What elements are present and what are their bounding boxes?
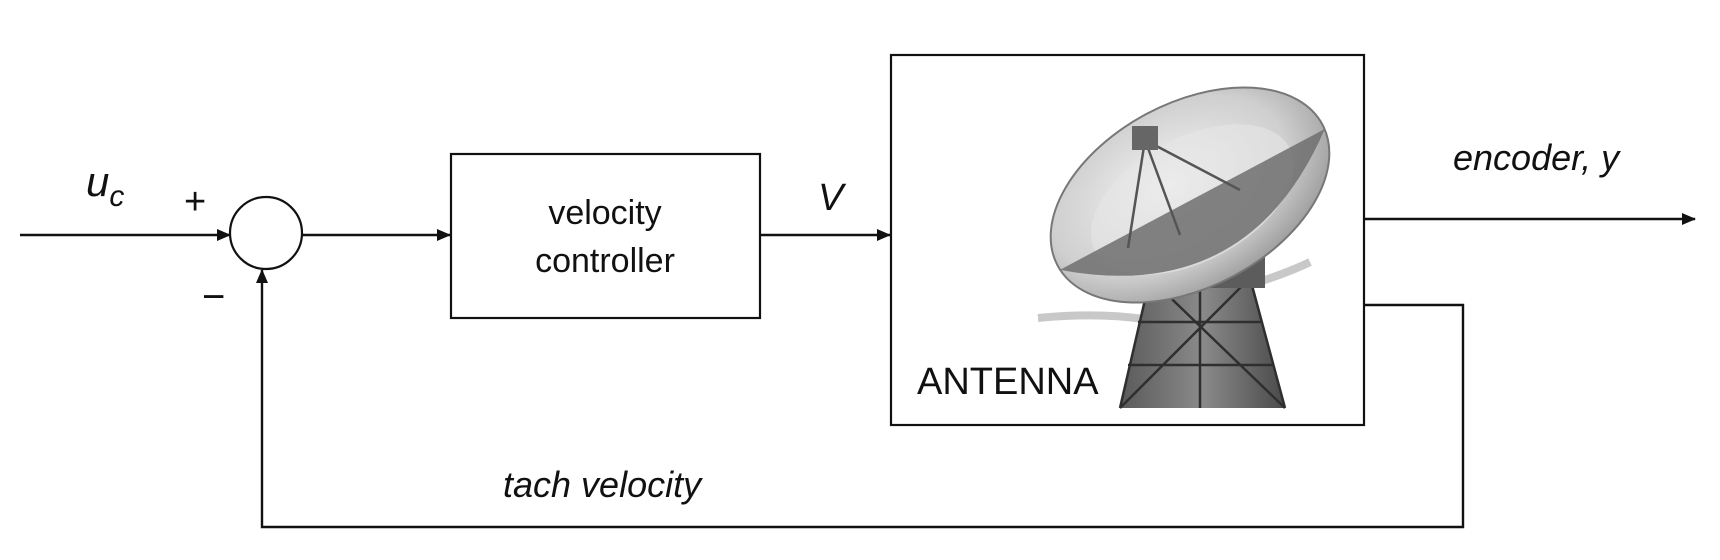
antenna-label: ANTENNA bbox=[917, 361, 1099, 403]
output-label: encoder, y bbox=[1453, 137, 1621, 178]
controller-label-line2: controller bbox=[535, 242, 675, 280]
plus-sign: + bbox=[184, 181, 206, 223]
minus-sign: − bbox=[202, 275, 225, 319]
feedback-label: tach velocity bbox=[503, 464, 703, 505]
summing-junction bbox=[228, 195, 304, 271]
input-label: uc bbox=[86, 158, 124, 213]
controller-label-line1: velocity bbox=[548, 194, 661, 232]
velocity-controller-block bbox=[449, 152, 762, 320]
radio-dish-antenna-icon bbox=[1037, 86, 1331, 409]
feedback-path bbox=[256, 269, 1465, 529]
signal-v-label: V bbox=[818, 177, 847, 219]
